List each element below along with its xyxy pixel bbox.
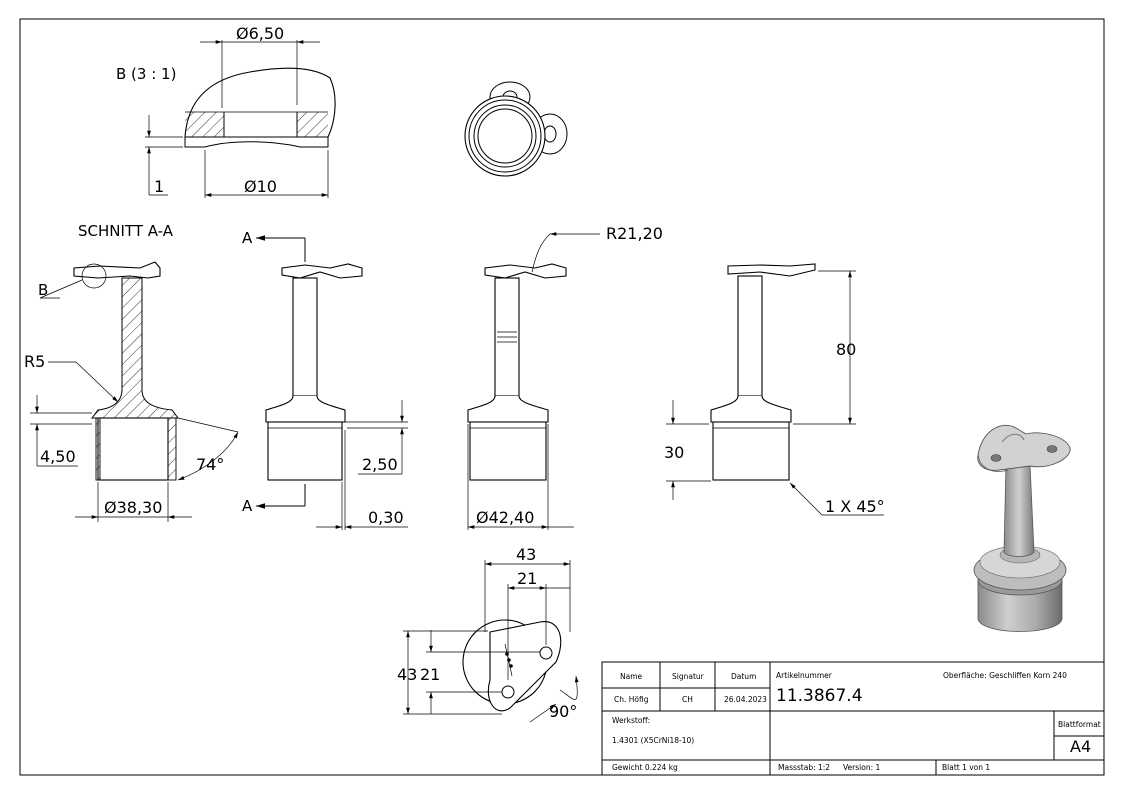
tb-date: 26.04.2023: [724, 695, 767, 704]
tb-signature: CH: [682, 695, 693, 704]
front-view: A A 2,50 0,30: [242, 229, 408, 530]
rear-view: 80 30 1 X 45°: [664, 263, 885, 516]
dim-chamfer: 1 X 45°: [825, 497, 885, 516]
dim-d650: Ø6,50: [236, 24, 284, 43]
cut-marker-top: A: [242, 229, 253, 247]
detail-b-view: B (3 : 1) Ø6,50 Ø10 1: [116, 24, 336, 198]
tb-sheet-format: A4: [1070, 737, 1091, 756]
tb-scale: Massstab: 1:2: [778, 763, 830, 772]
tb-version: Version: 1: [843, 763, 880, 772]
sheet-frame: [19, 18, 1105, 776]
dim-d3830: Ø38,30: [104, 498, 162, 517]
dim-h30: 30: [664, 443, 684, 462]
tb-date-header: Datum: [731, 672, 756, 681]
tb-material: 1.4301 (X5CrNi18-10): [612, 736, 694, 745]
title-block: Name Signatur Datum Ch. Höfig CH 26.04.2…: [601, 661, 1105, 776]
cut-marker-bottom: A: [242, 497, 253, 515]
dim-w21: 21: [517, 569, 537, 588]
dim-r5: R5: [24, 352, 45, 371]
tb-article-label: Artikelnummer: [776, 671, 833, 680]
tb-article-number: 11.3867.4: [776, 686, 863, 706]
side-view: R21,20 Ø42,40: [467, 224, 663, 530]
detail-b-label: B (3 : 1): [116, 65, 176, 83]
dim-a74: 74°: [196, 455, 224, 474]
tb-sheet: Blatt 1 von 1: [942, 763, 990, 772]
tb-material-label: Werkstoff:: [612, 716, 650, 725]
dim-h80: 80: [836, 340, 856, 359]
dim-one: 1: [154, 177, 164, 196]
section-label: SCHNITT A-A: [78, 222, 174, 240]
dim-w43: 43: [516, 545, 536, 564]
isometric-3d-view: [973, 424, 1071, 632]
tb-name: Ch. Höfig: [614, 695, 649, 704]
dim-v43: 43: [397, 665, 417, 684]
tb-weight: Gewicht 0.224 kg: [612, 763, 678, 772]
dim-h030: 0,30: [368, 508, 404, 527]
tb-sheet-format-label: Blattformat: [1058, 720, 1101, 729]
top-view: [464, 81, 568, 177]
bottom-view: 43 21 43 21 90°: [397, 545, 579, 723]
dim-d4240: Ø42,40: [476, 508, 534, 527]
dim-v21: 21: [420, 665, 440, 684]
dim-r2120: R21,20: [606, 224, 663, 243]
dim-h250: 2,50: [362, 455, 398, 474]
dim-d10: Ø10: [244, 177, 277, 196]
tb-surface: Oberfläche: Geschliffen Korn 240: [943, 671, 1067, 680]
detail-b-marker: B: [38, 281, 48, 299]
tb-signature-header: Signatur: [672, 672, 705, 681]
tb-name-header: Name: [620, 672, 643, 681]
dim-a90: 90°: [549, 702, 577, 721]
dim-h450: 4,50: [40, 447, 76, 466]
section-a-a-view: SCHNITT A-A B R5 4,50 74°: [24, 222, 239, 522]
